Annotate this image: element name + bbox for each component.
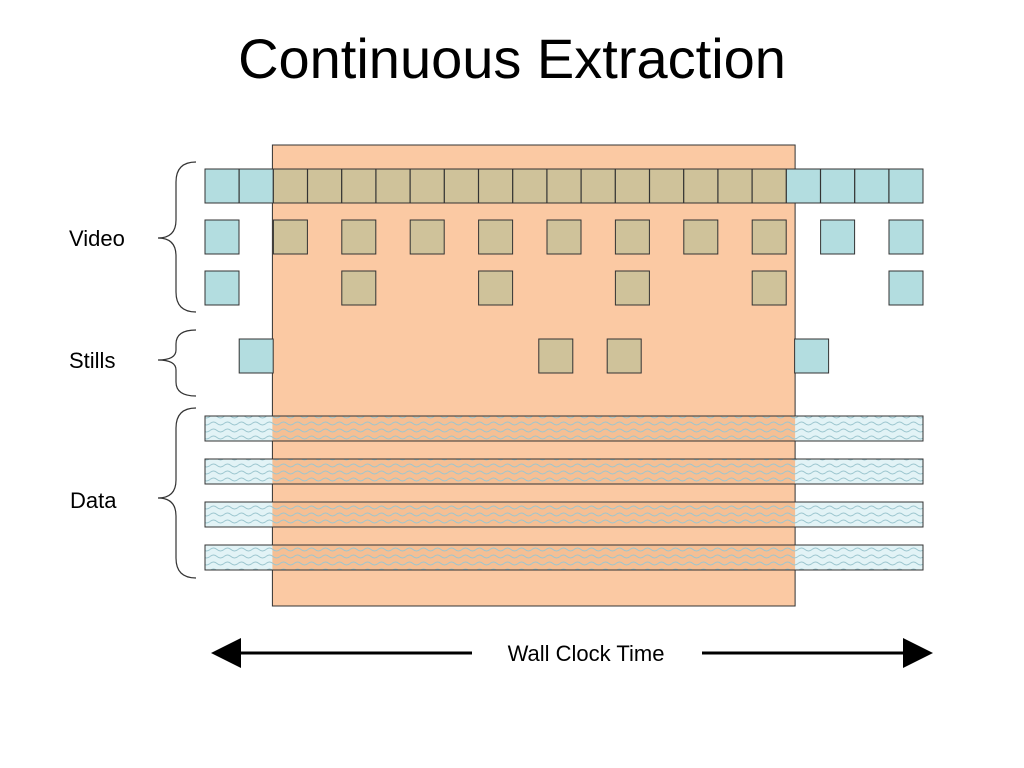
video-frame <box>409 168 445 204</box>
video-frame <box>204 270 240 306</box>
video-frame <box>204 168 240 204</box>
data-stream <box>204 415 924 442</box>
video-frame <box>614 219 650 255</box>
video-frame <box>888 270 924 306</box>
data-stream <box>204 458 924 485</box>
video-frame <box>580 168 616 204</box>
video-frame <box>512 168 548 204</box>
extraction-window <box>271 144 796 607</box>
slide-title: Continuous Extraction <box>238 27 786 90</box>
video-frame <box>341 219 377 255</box>
video-frame <box>820 168 856 204</box>
video-frame <box>888 219 924 255</box>
video-frame <box>751 270 787 306</box>
video-frame <box>409 219 445 255</box>
video-frame <box>307 168 343 204</box>
video-brace <box>157 161 197 313</box>
stills-label: Stills <box>69 348 115 373</box>
data-brace <box>157 407 197 579</box>
video-frame <box>820 219 856 255</box>
video-frame <box>478 168 514 204</box>
video-frame <box>238 168 274 204</box>
still-frame <box>538 338 574 374</box>
video-frame <box>272 168 308 204</box>
data-stream <box>204 501 924 528</box>
video-frame <box>785 168 821 204</box>
video-frame <box>683 219 719 255</box>
video-frame <box>375 168 411 204</box>
video-frame <box>751 219 787 255</box>
still-frame <box>606 338 642 374</box>
video-frame <box>649 168 685 204</box>
data-stream <box>204 544 924 571</box>
video-frame <box>478 270 514 306</box>
video-frame <box>854 168 890 204</box>
video-frame <box>717 168 753 204</box>
video-frames <box>204 168 924 306</box>
video-frame <box>272 219 308 255</box>
timeline-label: Wall Clock Time <box>508 641 665 666</box>
video-frame <box>888 168 924 204</box>
data-label: Data <box>70 488 117 513</box>
video-frame <box>614 168 650 204</box>
video-label: Video <box>69 226 125 251</box>
video-frame <box>683 168 719 204</box>
video-frame <box>546 219 582 255</box>
video-frame <box>546 168 582 204</box>
video-frame <box>204 219 240 255</box>
still-frame <box>238 338 274 374</box>
video-frame <box>614 270 650 306</box>
video-frame <box>751 168 787 204</box>
stills-frames <box>238 338 830 374</box>
video-frame <box>341 270 377 306</box>
still-frame <box>794 338 830 374</box>
stills-brace <box>157 329 197 397</box>
video-frame <box>341 168 377 204</box>
video-frame <box>478 219 514 255</box>
video-frame <box>443 168 479 204</box>
data-streams <box>204 415 924 571</box>
